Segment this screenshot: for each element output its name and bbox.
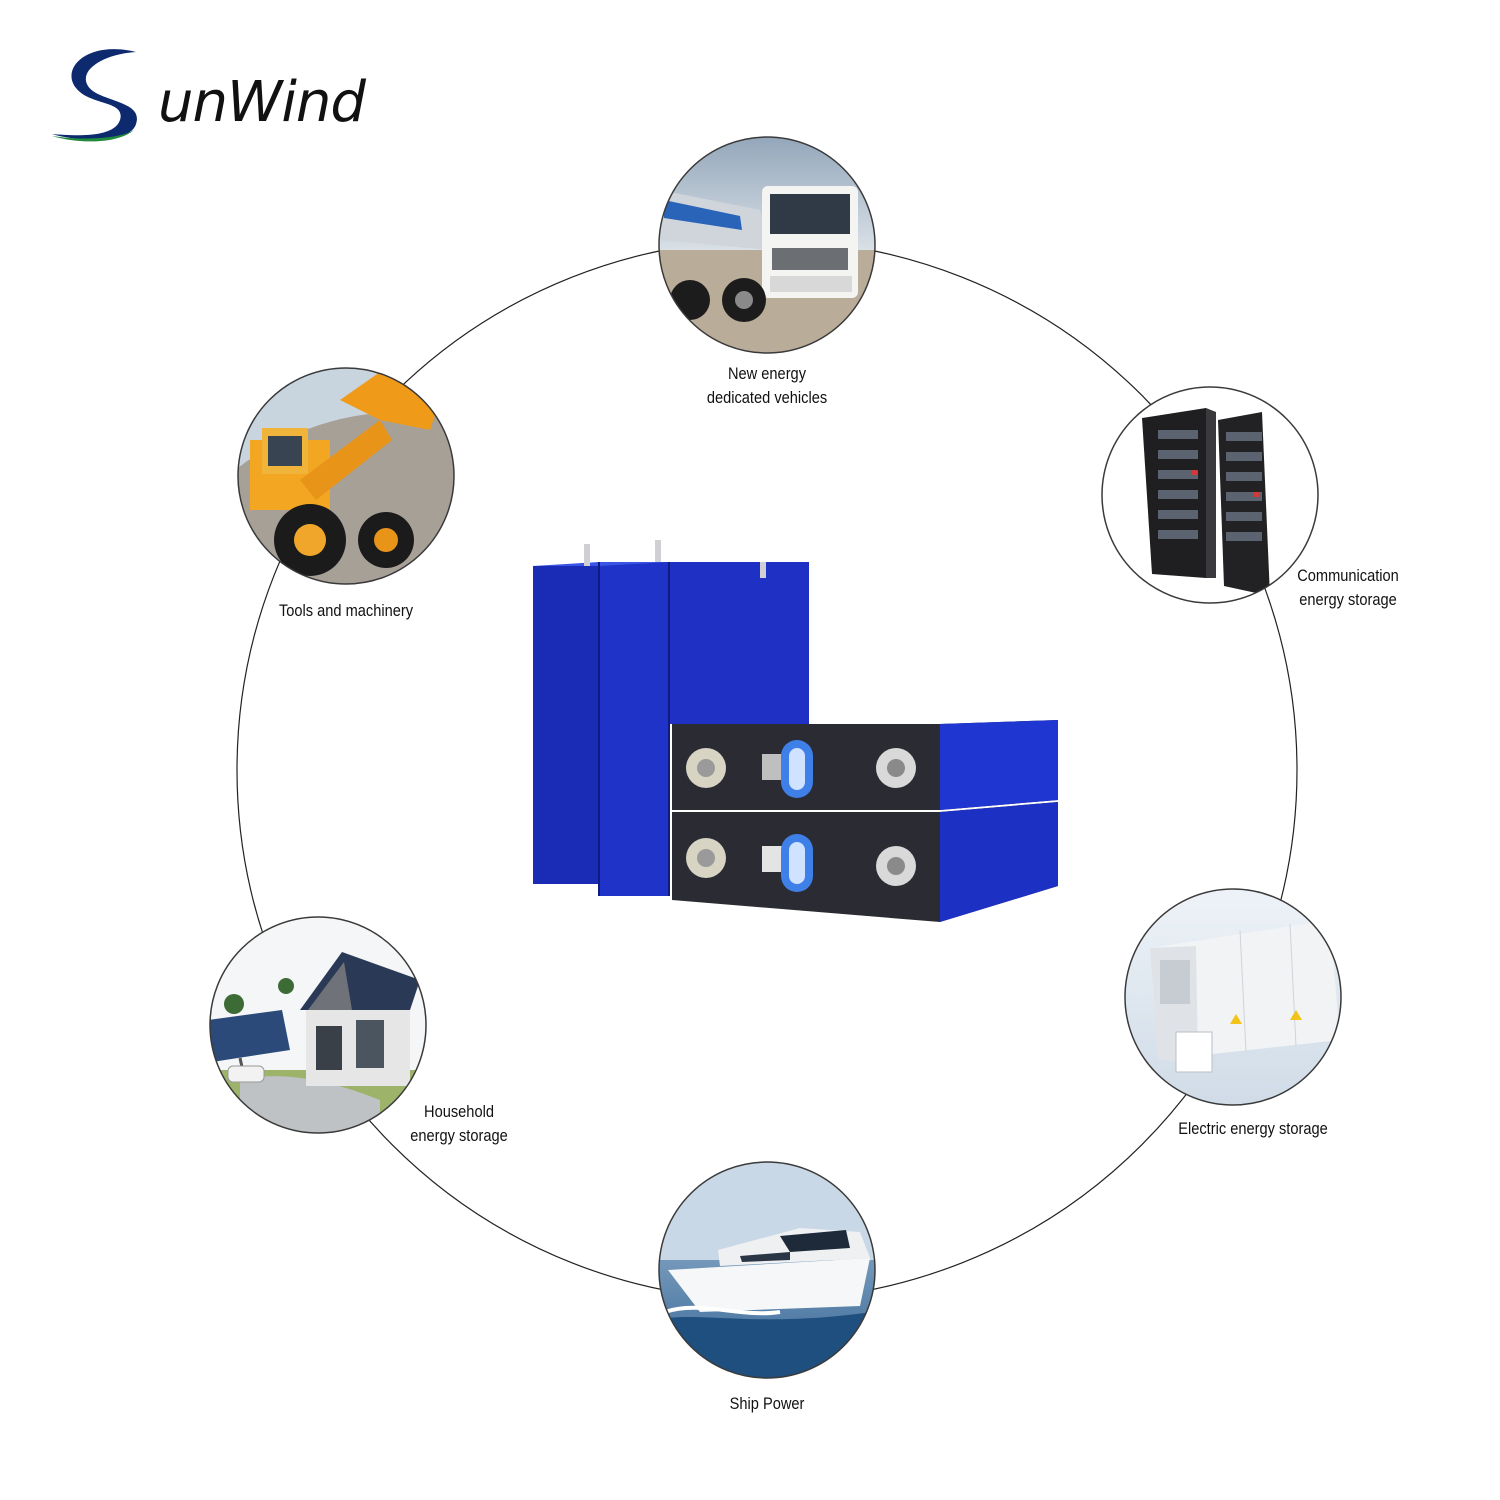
yacht-image bbox=[658, 1161, 876, 1379]
label-communication-storage: Communication energy storage bbox=[1297, 566, 1399, 609]
wheel-loader-image bbox=[237, 367, 455, 585]
label-tools-machinery: Tools and machinery bbox=[278, 601, 414, 620]
label-household-storage: Household energy storage bbox=[410, 1102, 508, 1145]
battery-cells-image bbox=[533, 540, 1058, 922]
logo-wordmark: unWind bbox=[158, 70, 366, 135]
label-ship-power: Ship Power bbox=[729, 1394, 805, 1413]
server-racks-image bbox=[1101, 386, 1319, 604]
sunwind-logo: unWind bbox=[48, 40, 366, 150]
label-electric-storage: Electric energy storage bbox=[1178, 1119, 1328, 1138]
container-storage-image bbox=[1124, 888, 1342, 1106]
vehicle-truck-image bbox=[658, 136, 876, 354]
logo-swoosh-icon bbox=[52, 49, 137, 142]
label-new-energy-vehicles: New energy dedicated vehicles bbox=[706, 364, 828, 407]
